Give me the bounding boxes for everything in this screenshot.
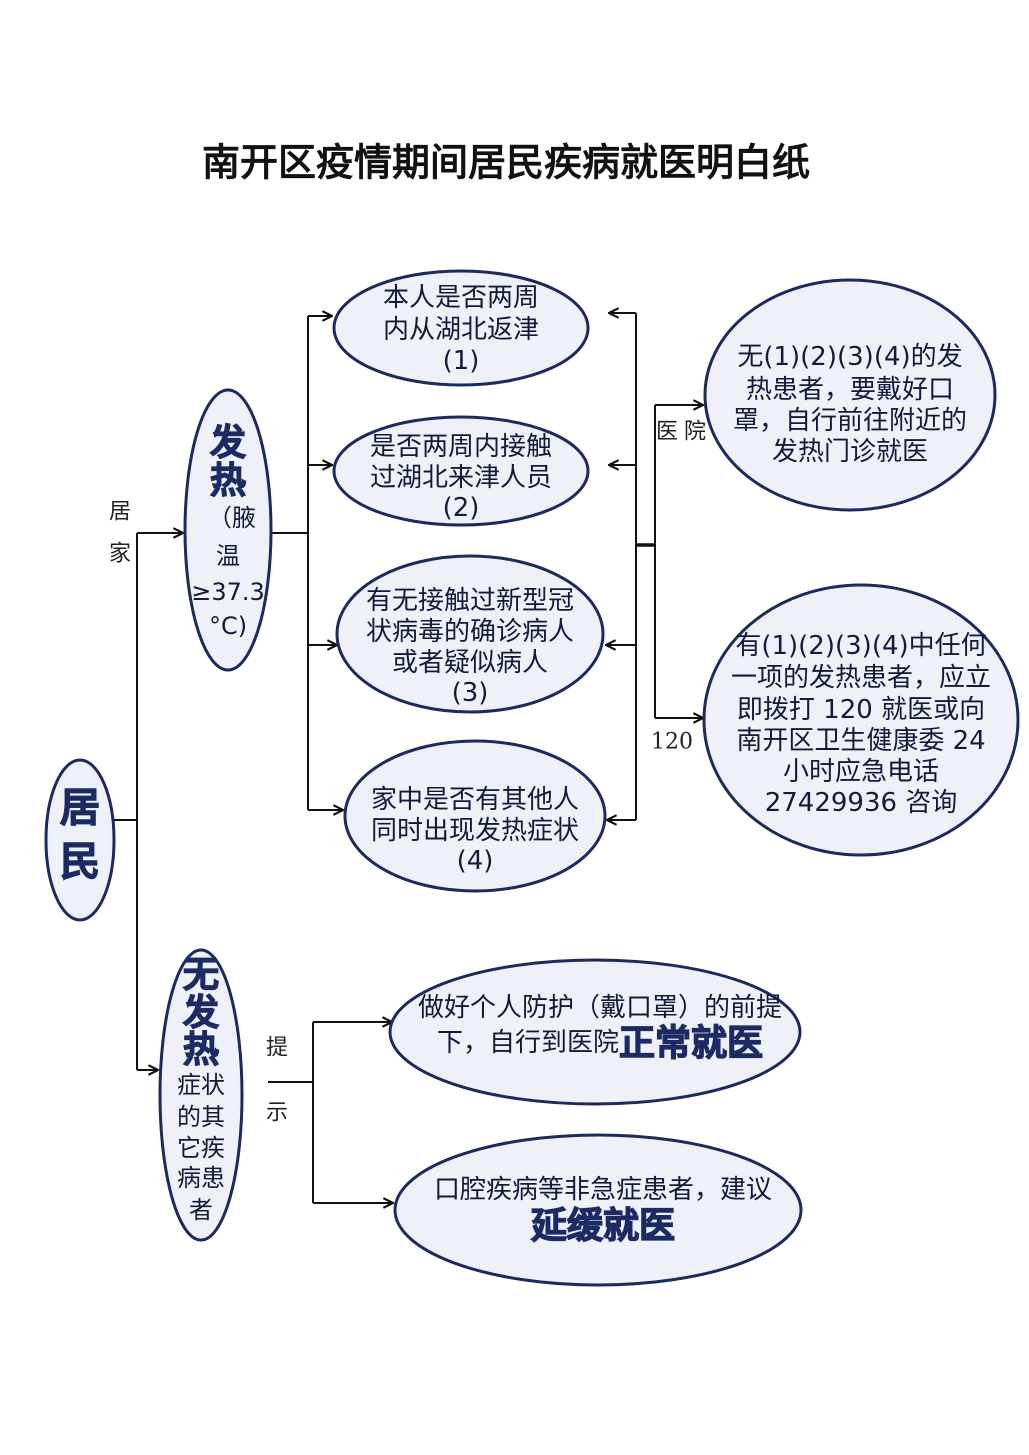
question-4-line-3: (4) — [457, 846, 494, 876]
fever-node — [183, 388, 273, 672]
no-fever-title-char-2: 发 — [183, 993, 219, 1034]
question-1-line-1: 本人是否两周 — [383, 283, 539, 313]
advice-delay-emphasis: 延缓就医 — [531, 1206, 675, 1247]
advice-normal-line-2-text: 下，自行到医院 — [437, 1028, 619, 1058]
outcome-any-line-3: 即拨打 120 就医或向 — [737, 695, 985, 725]
edge-label-home-2: 家 — [109, 542, 131, 567]
advice-normal-line-2: 下，自行到医院正常就医 — [437, 1023, 763, 1064]
no-fever-line-5: 者 — [189, 1196, 213, 1224]
outcome-any-line-2: 一项的发热患者，应立 — [731, 663, 991, 693]
edge-label-hint-2: 示 — [266, 1101, 288, 1126]
fever-title-char-1: 发 — [210, 423, 246, 464]
question-4-line-1: 家中是否有其他人 — [371, 785, 579, 815]
outcome-none-node — [703, 278, 997, 512]
outcome-any-line-4: 南开区卫生健康委 24 — [736, 726, 985, 756]
resident-char-2: 民 — [60, 839, 100, 885]
page-title: 南开区疫情期间居民疾病就医明白纸 — [202, 140, 810, 185]
outcome-any-line-1: 有(1)(2)(3)(4)中任何 — [735, 631, 986, 661]
question-2-node — [332, 415, 590, 527]
question-3-line-1: 有无接触过新型冠 — [366, 586, 574, 616]
question-4-line-2: 同时出现发热症状 — [371, 816, 579, 846]
edge-label-hint-1: 提 — [266, 1036, 288, 1061]
fever-line-3: ≥37.3 — [191, 578, 265, 606]
outcome-none-line-3: 罩，自行前往附近的 — [733, 406, 967, 436]
advice-delay-node — [393, 1133, 803, 1287]
fever-line-2: 温 — [216, 542, 240, 570]
advice-normal-node — [388, 958, 802, 1106]
question-2-line-1: 是否两周内接触 — [370, 432, 552, 462]
outcome-none-line-4: 发热门诊就医 — [772, 437, 928, 467]
question-3-node — [335, 554, 605, 714]
outcome-none-line-2: 热患者，要戴好口 — [746, 375, 954, 405]
outcome-none-line-1: 无(1)(2)(3)(4)的发 — [737, 342, 962, 372]
fever-title-char-2: 热 — [210, 461, 246, 502]
question-3-line-4: (3) — [452, 678, 489, 708]
edge-label-hospital: 医院 — [656, 420, 712, 445]
question-1-line-3: (1) — [443, 346, 480, 376]
no-fever-line-3: 它疾 — [177, 1134, 225, 1162]
question-4-node — [343, 739, 607, 893]
advice-normal-line-1: 做好个人防护（戴口罩）的前提 — [418, 993, 782, 1023]
outcome-any-node — [702, 583, 1020, 857]
no-fever-title-char-3: 热 — [183, 1030, 219, 1071]
no-fever-line-4: 病患 — [177, 1164, 225, 1192]
question-1-node — [332, 269, 590, 387]
outcome-any-line-5: 小时应急电话 — [783, 757, 939, 787]
fever-line-1: （腋 — [208, 504, 256, 532]
fever-line-4: °C) — [209, 612, 247, 640]
question-2-line-2: 过湖北来津人员 — [370, 463, 552, 493]
no-fever-title-char-1: 无 — [183, 955, 219, 996]
question-3-line-2: 状病毒的确诊病人 — [366, 617, 574, 647]
question-1-line-2: 内从湖北返津 — [383, 315, 539, 345]
advice-delay-line-1: 口腔疾病等非急症患者，建议 — [434, 1175, 772, 1205]
no-fever-line-2: 的其 — [177, 1103, 225, 1131]
edge-label-home-1: 居 — [109, 500, 131, 525]
advice-normal-emphasis: 正常就医 — [619, 1023, 763, 1064]
resident-char-1: 居 — [60, 785, 100, 831]
resident-node — [44, 758, 116, 922]
no-fever-node — [158, 948, 244, 1242]
no-fever-line-1: 症状 — [177, 1071, 225, 1099]
edge-label-emergency: 120 — [651, 730, 693, 755]
question-3-line-3: 或者疑似病人 — [392, 648, 548, 678]
question-2-line-3: (2) — [443, 493, 480, 523]
outcome-any-line-6: 27429936 咨询 — [765, 788, 958, 818]
